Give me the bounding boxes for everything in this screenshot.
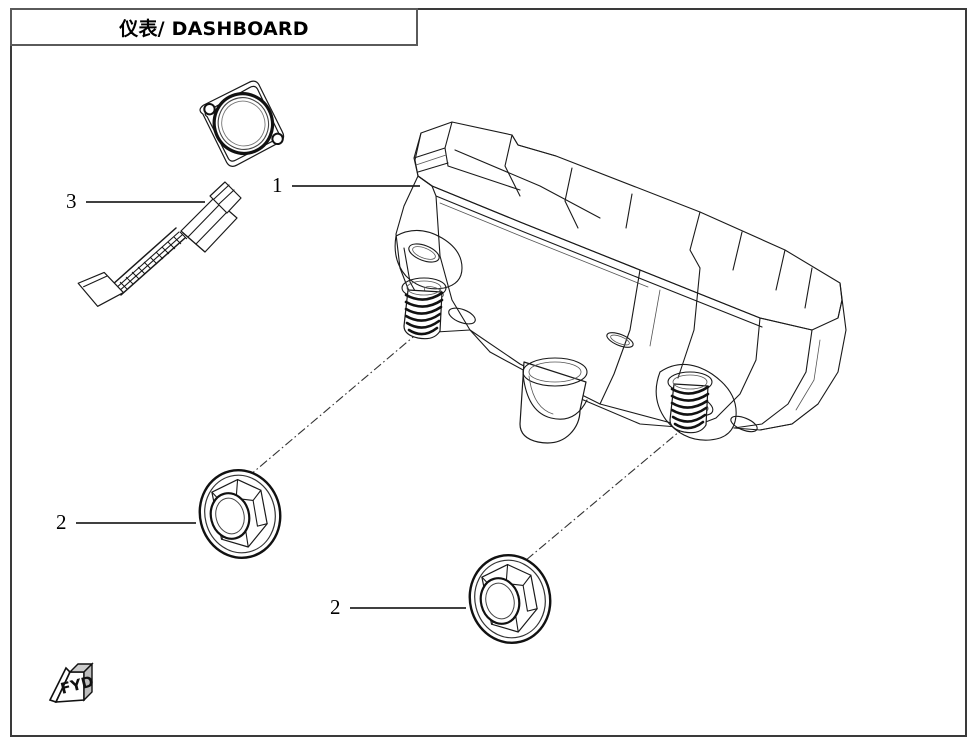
callout-2a: 2 [56, 510, 67, 534]
fyd-logo: FYD [48, 662, 96, 703]
centerline-left [242, 331, 420, 482]
sensor-shaft [180, 181, 242, 253]
leader-lines [76, 185, 466, 609]
part-2-flange-nut-right [468, 554, 552, 644]
callout-1: 1 [272, 173, 283, 197]
title-block: 仪表/ DASHBOARD [10, 8, 418, 46]
assembly-centerlines [242, 331, 687, 572]
sensor-head-flange [199, 80, 285, 167]
threaded-stud-right [667, 371, 713, 434]
callout-3: 3 [66, 189, 77, 213]
part-3-speed-sensor-cable [77, 80, 285, 307]
cable-connector [77, 271, 124, 307]
centerline-right [512, 425, 687, 572]
cylindrical-boss [519, 357, 588, 444]
threaded-stud-left [401, 277, 447, 340]
part-2-flange-nut-left [198, 469, 282, 559]
callout-2b: 2 [330, 595, 341, 619]
cable-braid [111, 227, 188, 296]
part-1-dashboard-housing [394, 121, 847, 444]
page-title: 仪表/ DASHBOARD [119, 17, 309, 40]
